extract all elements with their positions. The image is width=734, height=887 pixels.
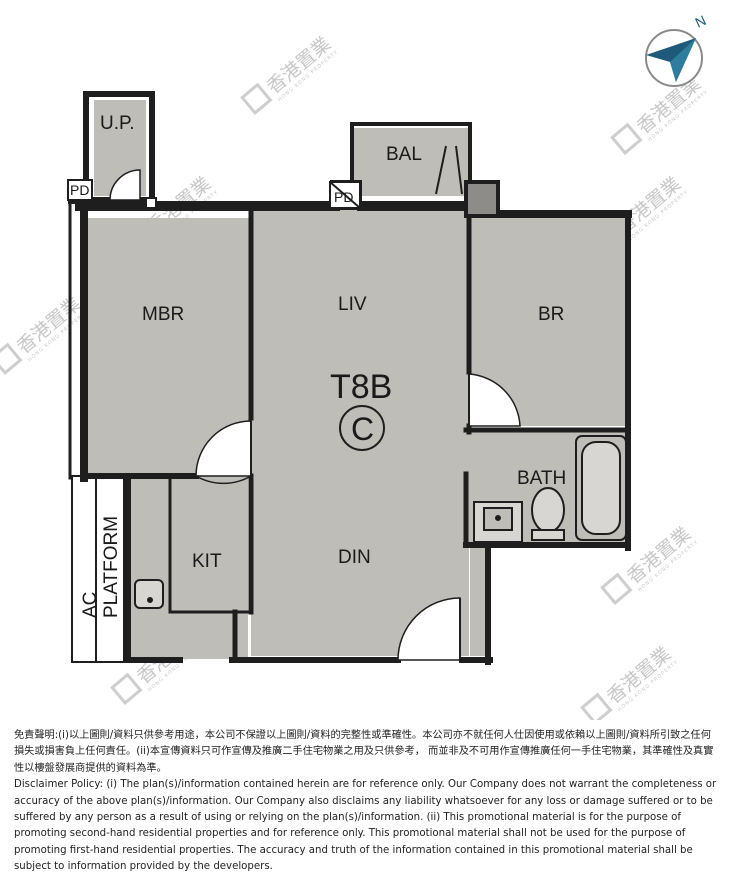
disclaimer-english: Disclaimer Policy: (i) The plan(s)/infor… [14, 779, 717, 873]
pd-boxes [67, 179, 361, 209]
watermark-logo-icon [0, 342, 23, 376]
watermark-logo-icon [110, 672, 143, 706]
compass-letter: N [693, 12, 709, 31]
door-swings [109, 169, 521, 661]
walls [68, 91, 632, 665]
bath-fixtures [473, 435, 627, 543]
room-label-mbr: MBR [142, 304, 184, 325]
room-label-bal: BAL [386, 144, 422, 165]
watermark-logo-icon [240, 82, 273, 116]
room-label-pd-center: PD [334, 189, 353, 205]
room-label-bath: BATH [517, 468, 566, 489]
disclaimer-chinese: 免責聲明:(i)以上圖則/資料只供參考用途，本公司不保證以上圖則/資料的完整性或… [14, 730, 714, 774]
watermark-logo-icon [610, 122, 643, 156]
room-label-br: BR [538, 304, 564, 325]
ac-platform-label-1: AC [80, 592, 101, 618]
room-label-pd-left: PD [70, 182, 89, 198]
unit-marker-letter: C [351, 411, 374, 447]
ac-platform-label-2: PLATFORM [101, 516, 122, 618]
room-label-liv: LIV [338, 294, 367, 315]
room-label-din: DIN [338, 547, 371, 568]
room-label-up: U.P. [100, 113, 135, 134]
disclaimer: 免責聲明:(i)以上圖則/資料只供參考用途，本公司不保證以上圖則/資料的完整性或… [14, 728, 720, 876]
kitchen-sink [134, 579, 164, 609]
unit-label: T8B [330, 368, 392, 406]
compass-icon [645, 29, 703, 87]
unit-marker-circle [339, 405, 385, 451]
room-label-kit: KIT [192, 551, 222, 572]
watermark-logo-icon [580, 692, 613, 720]
door-leaves [250, 145, 470, 660]
watermark-logo-icon [600, 572, 633, 606]
